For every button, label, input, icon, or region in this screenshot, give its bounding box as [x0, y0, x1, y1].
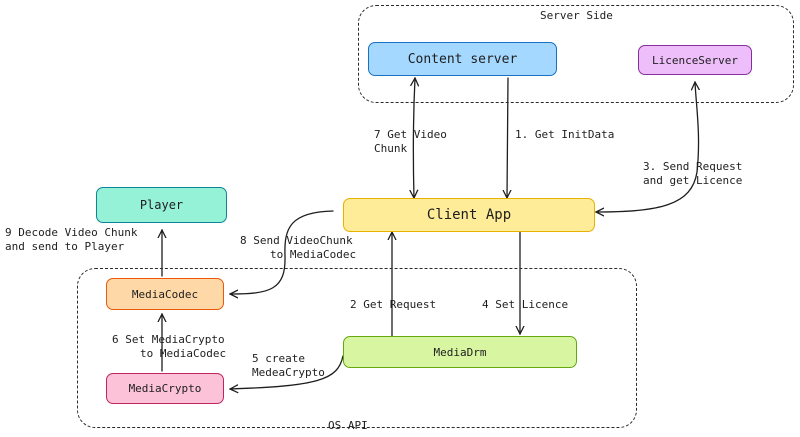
media-drm-node: MediaDrm — [343, 336, 577, 368]
player-label: Player — [139, 198, 184, 212]
label-set-media-crypto: 6 Set MediaCrypto to MediaCodec — [112, 333, 227, 360]
edge-create-media-crypto — [230, 355, 344, 389]
player-node: Player — [96, 187, 227, 223]
server-side-label: Server Side — [540, 9, 613, 22]
edge-send-video-chunk — [230, 210, 334, 294]
label-decode-video-chunk: 9 Decode Video Chunk and send to Player — [5, 226, 138, 253]
edge-send-request-licence — [596, 82, 699, 212]
client-app-node: Client App — [343, 198, 595, 232]
edge-get-init-data — [507, 77, 508, 198]
media-drm-label: MediaDrm — [433, 345, 487, 359]
licence-server-node: LicenceServer — [638, 45, 752, 75]
content-server-node: Content server — [368, 42, 557, 76]
os-api-label: OS API — [328, 419, 368, 432]
content-server-label: Content server — [407, 51, 518, 67]
label-get-video-chunk: 7 Get Video Chunk — [374, 128, 447, 155]
label-set-licence: 4 Set Licence — [482, 298, 569, 311]
server-side-region — [358, 5, 794, 103]
media-crypto-node: MediaCrypto — [106, 373, 224, 404]
media-codec-label: MediaCodec — [131, 287, 199, 301]
label-send-video-chunk: 8 Send VideoChunk to MediaCodec — [240, 234, 357, 261]
client-app-label: Client App — [426, 207, 512, 223]
media-codec-node: MediaCodec — [106, 278, 224, 310]
label-get-init-data: 1. Get InitData — [515, 128, 615, 141]
label-get-request: 2 Get Request — [350, 298, 437, 311]
label-send-request-licence: 3. Send Request and get Licence — [643, 160, 743, 187]
os-api-region — [77, 268, 637, 428]
licence-server-label: LicenceServer — [651, 53, 739, 67]
media-crypto-label: MediaCrypto — [128, 382, 202, 395]
edge-get-video-chunk — [413, 78, 415, 198]
label-create-media-crypto: 5 create MedeaCrypto — [252, 352, 325, 379]
